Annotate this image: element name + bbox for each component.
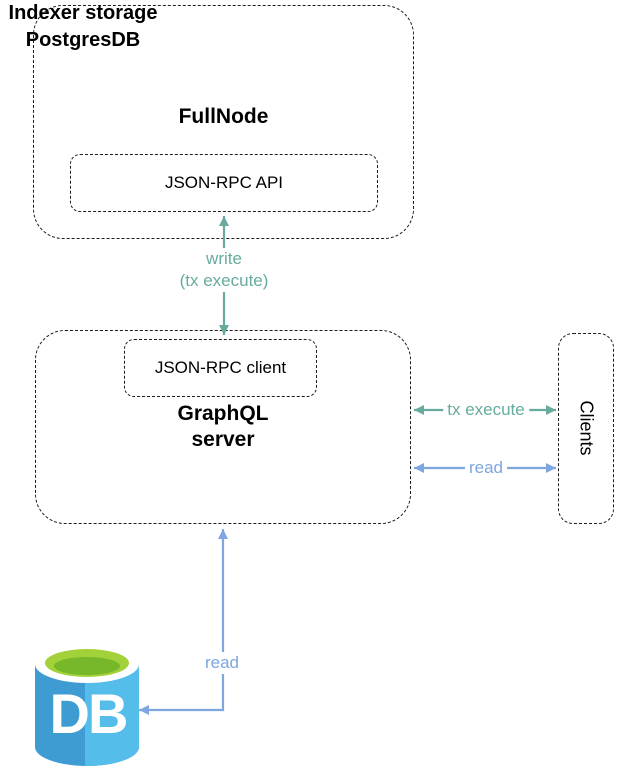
read-clients-edge-label: read bbox=[464, 457, 508, 479]
tx-execute-edge-label: tx execute bbox=[443, 399, 529, 421]
postgres-db-icon: DB bbox=[35, 645, 139, 766]
db-cylinder-right bbox=[85, 664, 139, 766]
jsonrpc-client-box: JSON-RPC client bbox=[124, 339, 317, 397]
read-db-connector bbox=[139, 529, 228, 715]
jsonrpc-api-label: JSON-RPC API bbox=[164, 173, 284, 192]
indexer-storage-title-line2: PostgresDB bbox=[25, 29, 141, 51]
write-edge-label: write (tx execute) bbox=[175, 248, 273, 292]
db-text: DB bbox=[50, 682, 127, 745]
read-db-edge-label: read bbox=[200, 652, 244, 674]
graphql-server-title-line2: server bbox=[191, 428, 255, 451]
indexer-storage-title-line1: Indexer storage bbox=[8, 2, 158, 24]
graphql-server-title-line1: GraphQL bbox=[177, 402, 269, 425]
jsonrpc-api-box: JSON-RPC API bbox=[70, 154, 378, 212]
clients-label: Clients bbox=[576, 400, 597, 456]
write-edge-label-line2: (tx execute) bbox=[179, 271, 269, 290]
graphql-server-title: GraphQL server bbox=[35, 401, 411, 453]
db-top-green-inner bbox=[54, 657, 120, 675]
clients-box bbox=[558, 333, 614, 524]
fullnode-title: FullNode bbox=[178, 105, 269, 128]
jsonrpc-client-label: JSON-RPC client bbox=[154, 358, 287, 377]
indexer-storage-title: Indexer storage PostgresDB bbox=[0, 0, 166, 54]
write-edge-label-line1: write bbox=[206, 249, 242, 268]
